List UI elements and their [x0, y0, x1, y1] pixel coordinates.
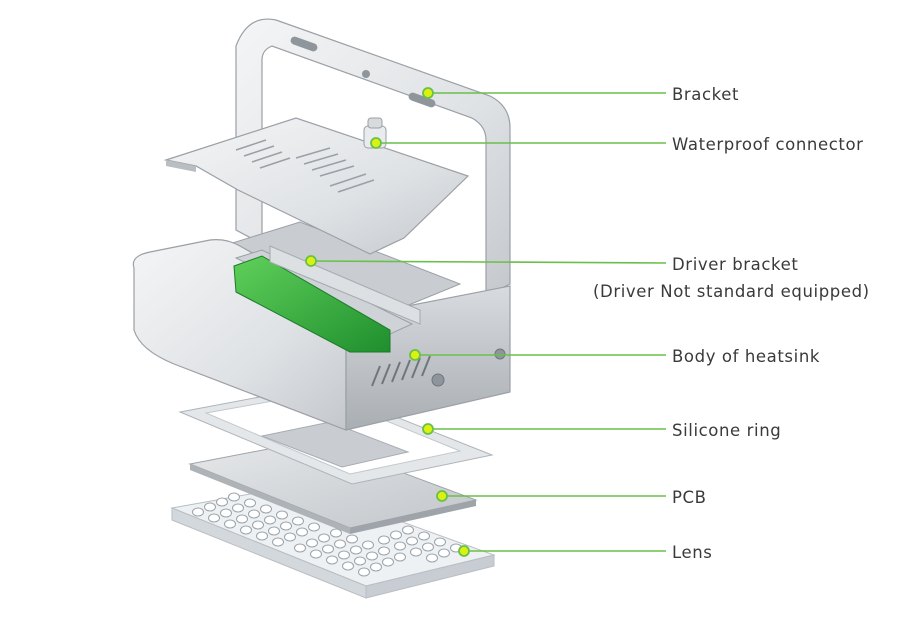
lens-optic	[268, 526, 280, 536]
lens-optic	[422, 542, 434, 552]
lens-optic	[216, 497, 228, 507]
pcb-callout-dot	[436, 490, 448, 502]
lens-optic	[204, 502, 216, 512]
lens-optic	[192, 507, 204, 517]
bracket-callout-dot	[422, 87, 434, 99]
lens-optic	[260, 504, 272, 514]
lens-optic	[438, 548, 450, 558]
silicone-ring-callout-dot	[422, 423, 434, 435]
lens-optic	[208, 513, 220, 523]
lens-optic	[228, 492, 240, 502]
lens-optic	[256, 531, 268, 541]
lens-optic	[342, 561, 354, 571]
driver-part	[233, 245, 421, 353]
lens-optic	[244, 498, 256, 508]
lens-optic	[240, 525, 252, 535]
bracket-part	[235, 18, 511, 297]
silicone-ring-part	[178, 385, 494, 485]
lens-optic	[362, 540, 374, 550]
lens-optic	[378, 535, 390, 545]
lens-optic	[346, 534, 358, 544]
lens-optic	[378, 546, 390, 556]
lens-optic	[350, 545, 362, 555]
leader-lines	[305, 87, 667, 557]
lens-optic	[406, 536, 418, 546]
lens-optic	[318, 533, 330, 543]
lens-optic	[224, 519, 236, 529]
lens-optic	[276, 510, 288, 520]
lens-optic	[338, 550, 350, 560]
lens-optic	[292, 516, 304, 526]
lens-optic	[330, 528, 342, 538]
silicone-ring-label: Silicone ring	[672, 421, 781, 440]
lens-optic	[326, 555, 338, 565]
lens-optic	[358, 567, 370, 577]
lens-optic	[410, 547, 422, 557]
lens-optic	[394, 552, 406, 562]
lens-optic	[370, 562, 382, 572]
lens-label: Lens	[672, 543, 713, 562]
driver-bracket-leader-line	[310, 260, 667, 264]
pcb-part	[188, 439, 478, 534]
lens-optic	[280, 521, 292, 531]
lens-optic	[366, 551, 378, 561]
body-of-heatsink-callout-dot	[409, 349, 421, 361]
waterproof-connector-label: Waterproof connector	[672, 135, 864, 154]
bracket-label: Bracket	[672, 85, 739, 104]
lens-optic	[294, 543, 306, 553]
lens-part	[170, 484, 496, 599]
lens-optic	[394, 541, 406, 551]
lens-optic	[248, 509, 260, 519]
lens-optic	[284, 532, 296, 542]
lens-optic	[236, 514, 248, 524]
lens-optic	[434, 537, 446, 547]
lens-optic	[390, 530, 402, 540]
lens-optic	[252, 520, 264, 530]
lens-optic	[232, 503, 244, 513]
lens-optic	[418, 531, 430, 541]
lens-optic	[382, 557, 394, 567]
lens-optic	[220, 508, 232, 518]
lens-optic	[296, 527, 308, 537]
body-of-heatsink-label: Body of heatsink	[672, 347, 820, 366]
lens-callout-dot	[458, 545, 470, 557]
lens-optic	[306, 538, 318, 548]
lens-optic	[264, 515, 276, 525]
lens-optic	[308, 522, 320, 532]
lens-optic	[272, 537, 284, 547]
driver-bracket-sublabel: (Driver Not standard equipped)	[593, 282, 870, 301]
waterproof-connector-callout-dot	[370, 137, 382, 149]
lens-optic	[322, 544, 334, 554]
lens-optic	[426, 553, 438, 563]
driver-bracket-callout-dot	[305, 255, 317, 267]
lens-optic	[334, 539, 346, 549]
lens-optic	[402, 525, 414, 535]
lens-optic	[310, 549, 322, 559]
pcb-label: PCB	[672, 488, 707, 507]
driver-bracket-label: Driver bracket	[672, 255, 798, 274]
lens-optic	[354, 556, 366, 566]
top-cover-part	[163, 117, 470, 255]
